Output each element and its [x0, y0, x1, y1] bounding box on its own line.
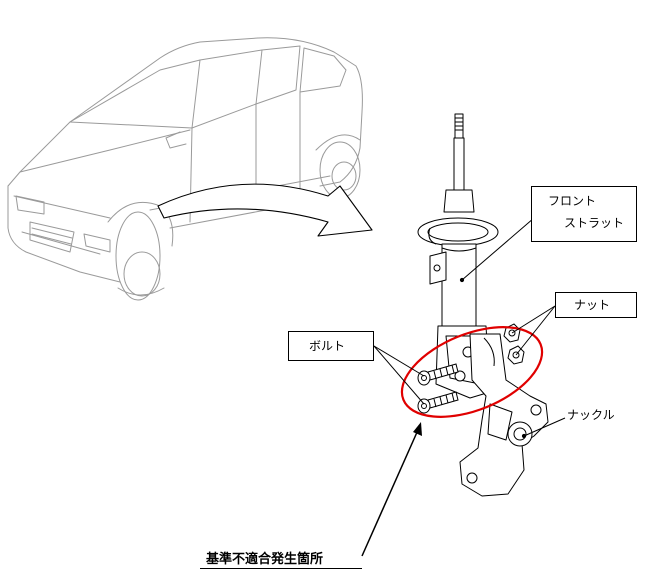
front-strut-label-line1: フロント — [548, 194, 597, 208]
knuckle-label: ナックル — [567, 408, 615, 422]
bolt-label-box: ボルト — [288, 331, 374, 361]
bolt-lower — [417, 391, 459, 414]
car-illustration — [7, 37, 363, 301]
nonconforming-location-underline — [200, 568, 362, 569]
nut-label-box: ナット — [555, 292, 637, 318]
pointer-arrow — [157, 183, 373, 237]
knuckle-part — [459, 333, 549, 497]
front-strut-label-line2: ストラット — [564, 216, 625, 230]
location-leader-arrow — [361, 422, 422, 557]
nonconformity-highlight-ellipse — [400, 326, 544, 418]
bolt-label: ボルト — [309, 339, 346, 353]
leader-lines — [373, 217, 566, 439]
nonconforming-location-label: 基準不適合発生箇所 — [206, 552, 324, 567]
front-strut-label-box: フロント ストラット — [531, 186, 637, 242]
front-strut-assembly — [417, 113, 499, 399]
nut-label: ナット — [574, 298, 611, 312]
